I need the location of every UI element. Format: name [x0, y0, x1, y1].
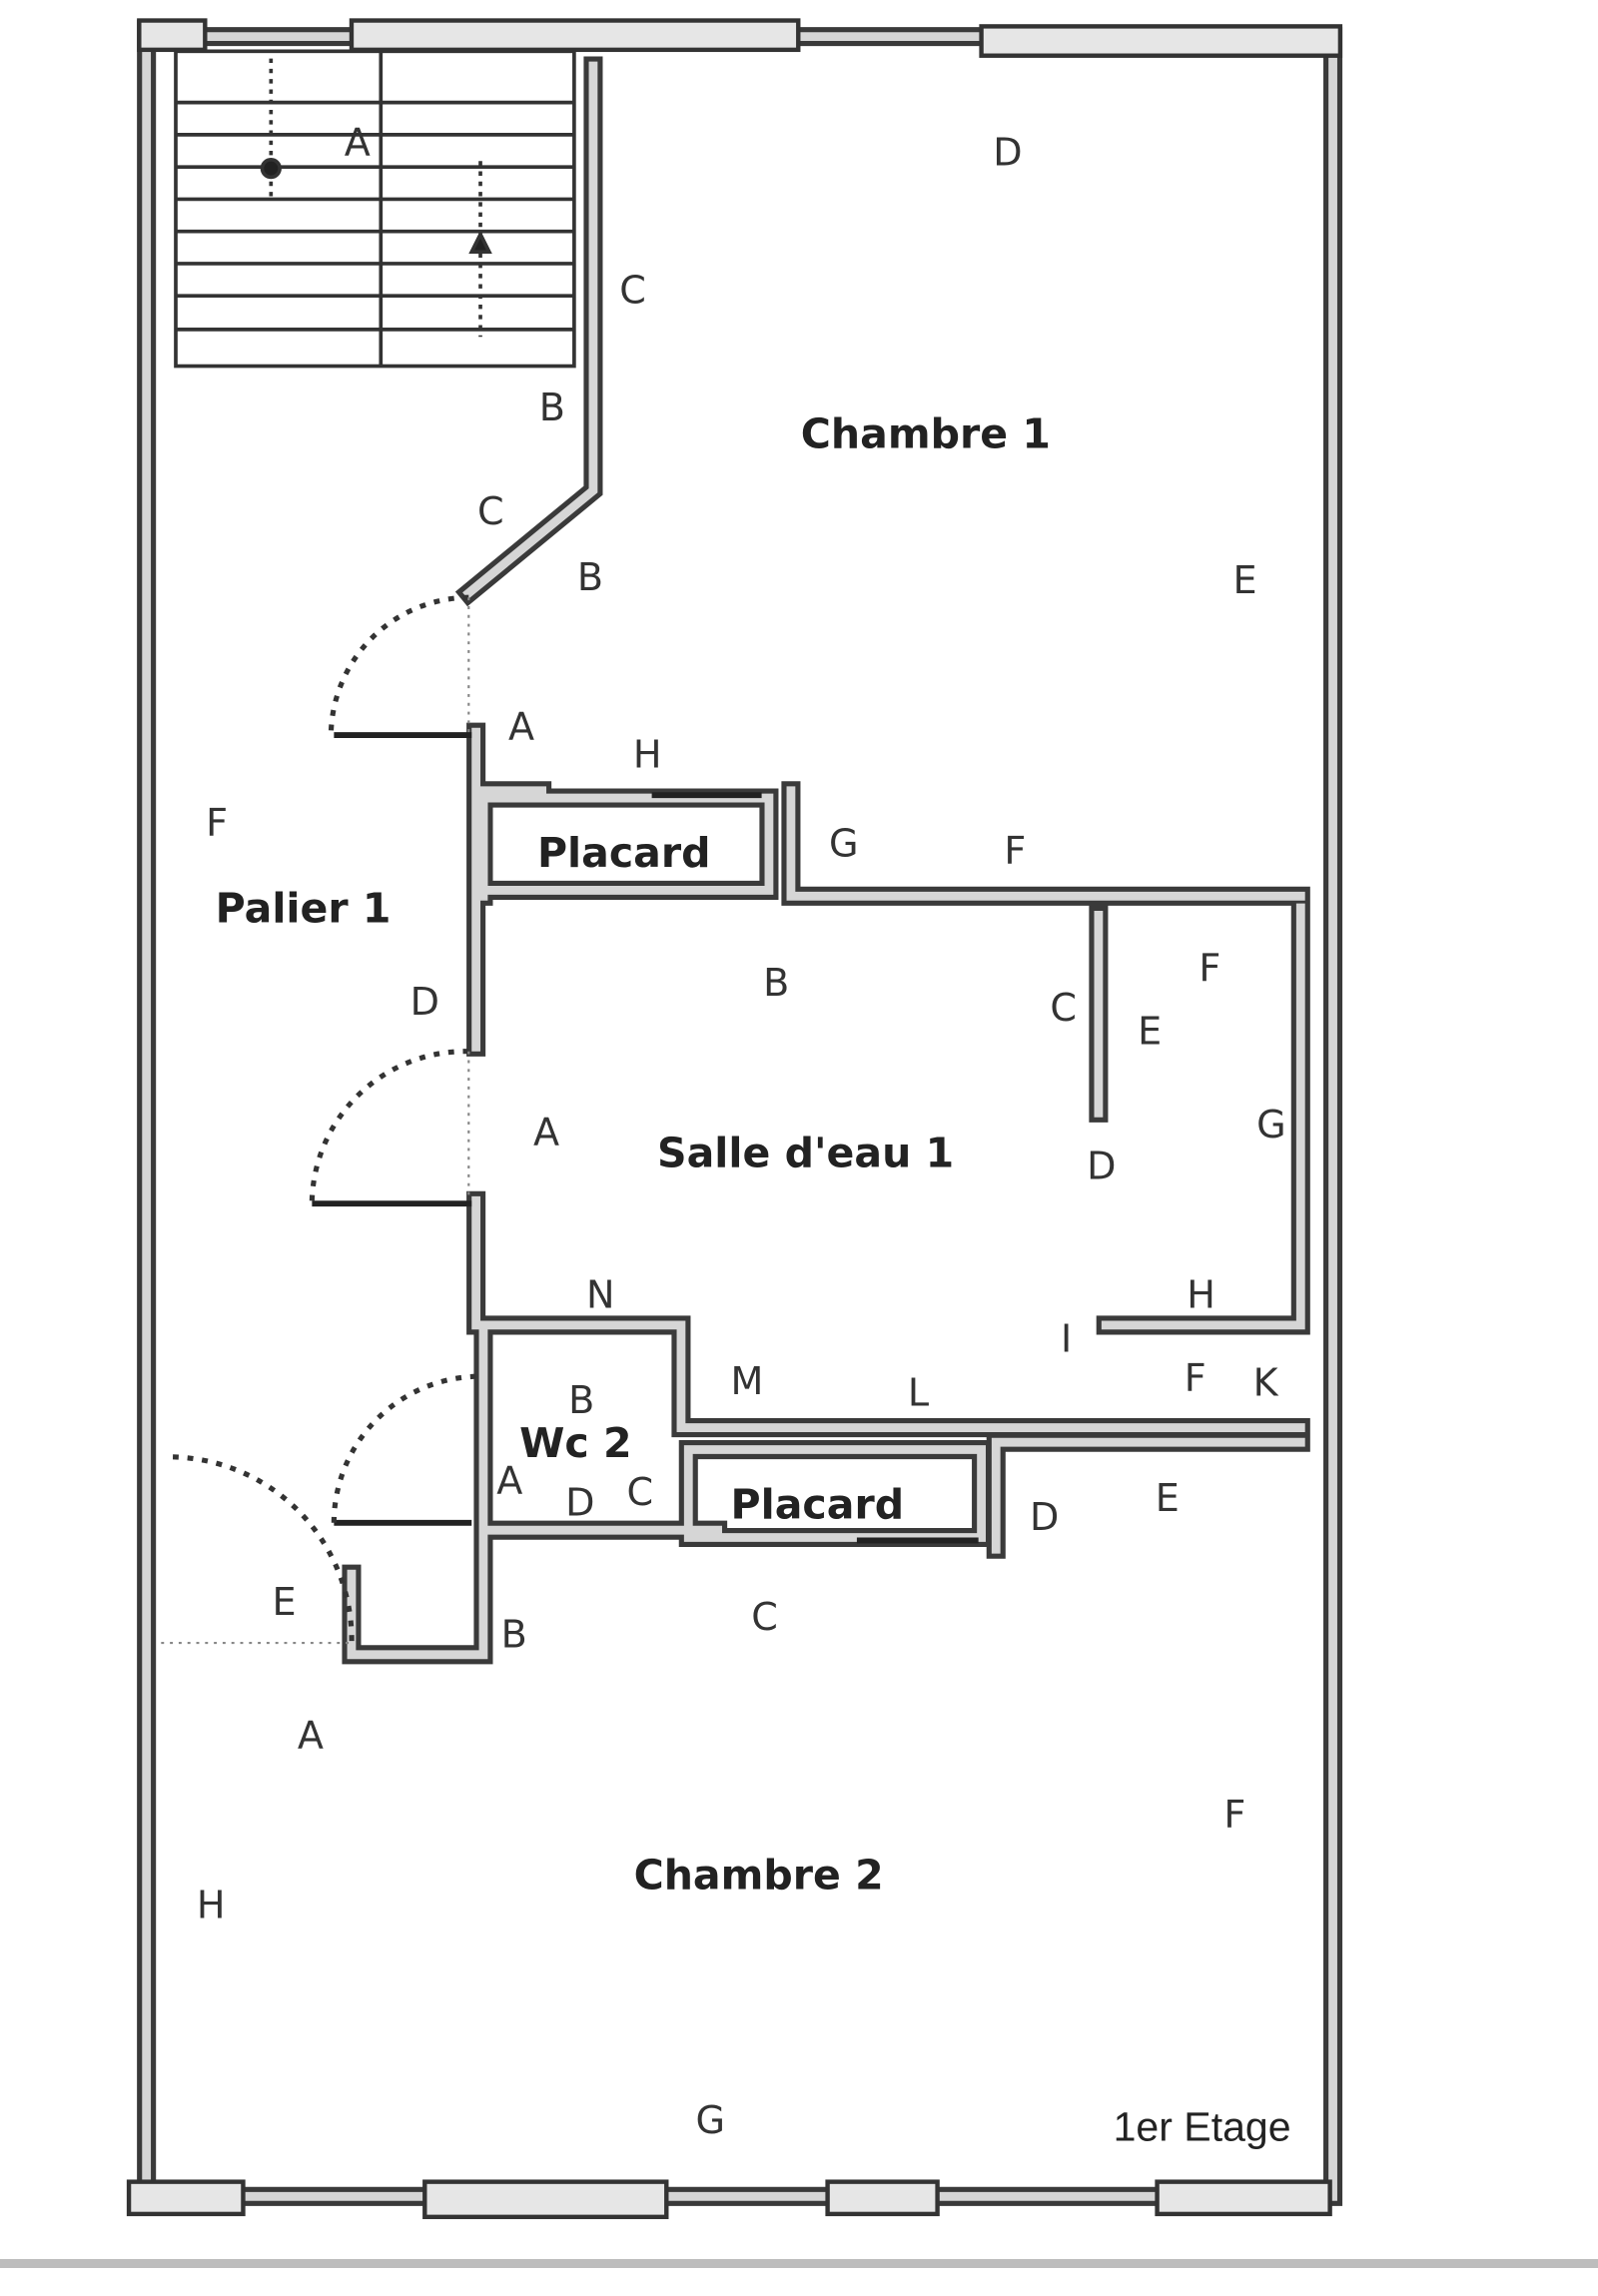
- wall-label: A: [508, 704, 534, 748]
- wall-label: H: [1187, 1272, 1215, 1316]
- wall-labels: A D C B C B E A H G F F D B C E F A D G …: [197, 120, 1286, 2142]
- wall-label: D: [565, 1481, 594, 1525]
- wall-label: C: [751, 1595, 778, 1639]
- wall-label: D: [1030, 1495, 1059, 1539]
- wall-label: B: [763, 961, 789, 1005]
- wall-label: D: [993, 131, 1022, 175]
- doors: [161, 594, 979, 1648]
- wall-label: C: [1050, 986, 1077, 1030]
- room-label-chambre-2: Chambre 2: [634, 1851, 884, 1899]
- wall-label: F: [1198, 946, 1220, 990]
- wall-label: E: [272, 1580, 296, 1624]
- wall-label: F: [1004, 829, 1026, 873]
- wall-label: D: [410, 980, 439, 1024]
- room-label-chambre-1: Chambre 1: [801, 410, 1051, 458]
- room-label-placard-top: Placard: [537, 829, 711, 877]
- wall-label: H: [197, 1884, 226, 1927]
- room-label-salle-eau-1: Salle d'eau 1: [657, 1130, 954, 1177]
- wall-label: A: [533, 1111, 559, 1154]
- wall-label: A: [298, 1714, 324, 1758]
- wall-label: A: [496, 1459, 522, 1503]
- wall-label: E: [1233, 558, 1257, 602]
- wall-label: E: [1156, 1476, 1180, 1520]
- wall-label: H: [633, 732, 662, 776]
- bottom-divider: [0, 2259, 1598, 2268]
- wall-label: I: [1061, 1316, 1072, 1360]
- windows: [126, 18, 1343, 2220]
- wall-label: G: [829, 822, 859, 866]
- room-label-placard-bottom: Placard: [731, 1480, 905, 1528]
- wall-label: D: [1087, 1144, 1116, 1187]
- wall-label: N: [586, 1272, 615, 1316]
- wall-label: C: [627, 1470, 654, 1514]
- wall-label: E: [1138, 1009, 1162, 1053]
- wall-label: B: [539, 385, 565, 429]
- wall-label: K: [1253, 1360, 1279, 1404]
- wall-label: G: [696, 2098, 726, 2142]
- outer-walls: [137, 19, 1343, 2206]
- wall-label: F: [1223, 1793, 1245, 1837]
- wall-label: B: [501, 1612, 527, 1656]
- wall-label: L: [908, 1371, 930, 1415]
- wall-label: M: [730, 1359, 763, 1403]
- wall-label: F: [1185, 1356, 1206, 1400]
- staircase: [174, 49, 576, 369]
- room-label-palier-1: Palier 1: [216, 885, 392, 933]
- wall-label: F: [206, 801, 228, 845]
- wall-label: B: [577, 555, 603, 599]
- floor-caption: 1er Etage: [1114, 2104, 1291, 2150]
- room-label-wc-2: Wc 2: [519, 1419, 631, 1467]
- wall-label: A: [345, 120, 371, 164]
- wall-label: C: [619, 269, 646, 313]
- interior-walls: [342, 56, 1310, 1665]
- wall-label: G: [1256, 1103, 1286, 1147]
- wall-label: C: [477, 489, 504, 533]
- wall-label: B: [568, 1378, 594, 1422]
